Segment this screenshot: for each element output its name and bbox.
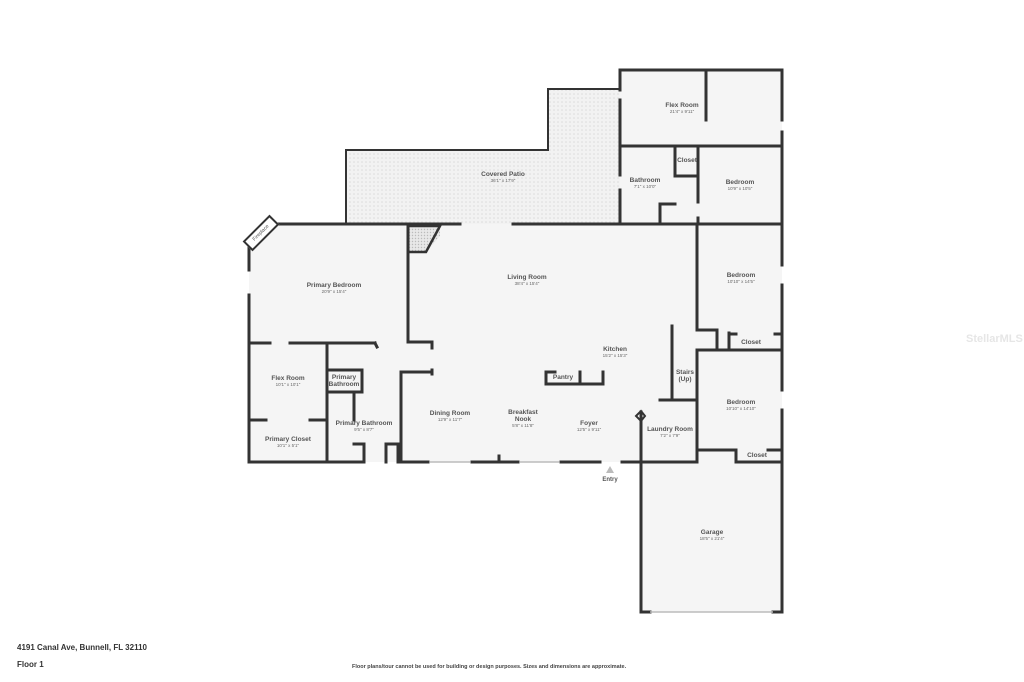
entry-arrow-icon	[606, 466, 614, 473]
windows	[430, 461, 773, 613]
property-address: 4191 Canal Ave, Bunnell, FL 32110	[17, 643, 147, 652]
floor-label: Floor 1	[17, 660, 44, 669]
entry-label: Entry	[602, 477, 618, 483]
disclaimer: Floor plans/tour cannot be used for buil…	[352, 664, 627, 670]
covered-patio-area	[346, 89, 620, 224]
room-pantry: Pantry	[552, 374, 574, 381]
watermark: StellarMLS	[966, 333, 1023, 345]
room-closet-2: Closet	[741, 339, 761, 346]
room-stairs: Stairs (Up)	[675, 369, 695, 384]
walls	[247, 68, 784, 614]
room-closet-1: Closet	[677, 157, 697, 164]
room-closet-3: Closet	[747, 452, 767, 459]
room-primary-bathroom-small: Primary Bathroom	[328, 374, 360, 389]
floor-fills	[249, 70, 783, 612]
